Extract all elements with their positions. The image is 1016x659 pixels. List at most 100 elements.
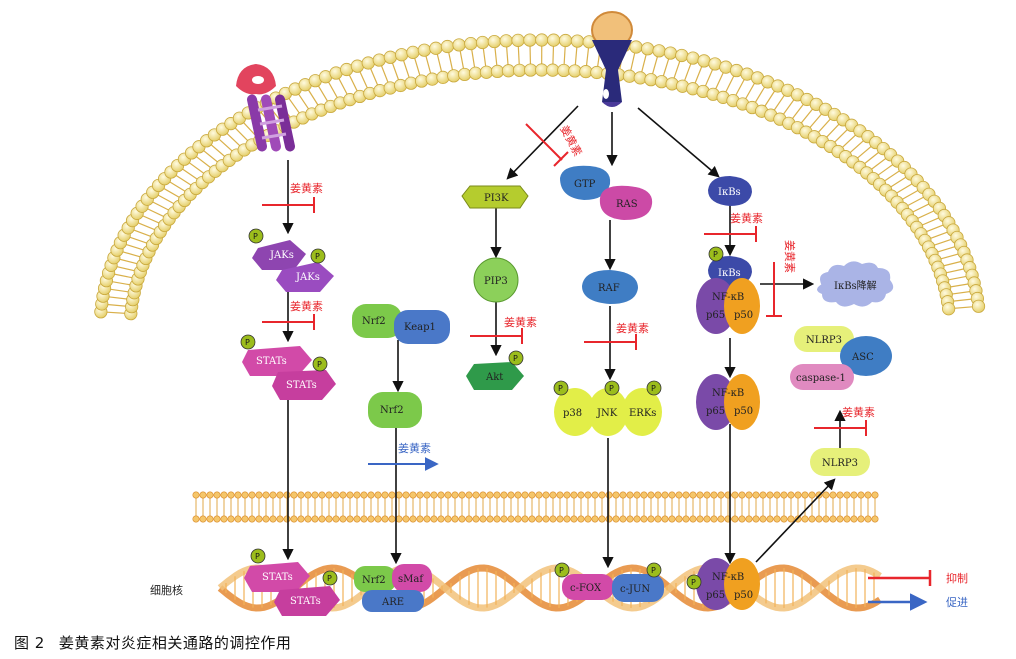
are-node: ARE	[362, 590, 424, 612]
gtp-node: GTP	[560, 165, 611, 200]
curcumin-label-nlrp3: 姜黄素	[842, 405, 875, 419]
svg-text:STATs: STATs	[286, 380, 317, 391]
svg-text:sMaf: sMaf	[398, 574, 424, 585]
phosphate-marker: P	[248, 228, 264, 244]
svg-text:IκBs: IκBs	[718, 187, 741, 198]
svg-text:c-FOX: c-FOX	[570, 583, 602, 594]
svg-text:IκBs: IκBs	[718, 268, 741, 279]
legend-promote: 促进	[946, 595, 968, 609]
svg-text:p50: p50	[734, 310, 753, 321]
curcumin-label-pip3: 姜黄素	[504, 315, 537, 329]
svg-text:NF-κB: NF-κB	[712, 388, 744, 399]
svg-text:NF-κB: NF-κB	[712, 292, 744, 303]
curcumin-label-nrf2: 姜黄素	[398, 441, 431, 455]
svg-text:p50: p50	[734, 590, 753, 601]
svg-text:GTP: GTP	[574, 179, 596, 190]
phosphate-marker: P	[604, 380, 620, 396]
svg-text:RAF: RAF	[598, 283, 620, 294]
nfkb-ikbs-complex: IκBs NF-κB p65 p50	[696, 256, 760, 334]
figure-caption: 图 2 姜黄素对炎症相关通路的调控作用	[14, 632, 305, 653]
curcumin-label-receptor: 姜黄素	[557, 123, 585, 159]
svg-text:p65: p65	[706, 310, 725, 321]
curcumin-label-mapk: 姜黄素	[616, 321, 649, 335]
svg-text:P: P	[713, 250, 718, 259]
svg-text:ARE: ARE	[381, 597, 404, 608]
nrf2-nucleus-node: Nrf2	[354, 566, 396, 592]
svg-text:JNK: JNK	[596, 408, 618, 419]
cytokine-receptor-left	[236, 64, 295, 152]
legend-inhibit: 抑制	[946, 571, 968, 585]
svg-text:P: P	[651, 384, 656, 393]
svg-text:NLRP3: NLRP3	[806, 335, 842, 346]
curcumin-label-jak: 姜黄素	[290, 181, 323, 195]
pip3-node: PIP3	[473, 257, 519, 303]
nuclear-membrane	[192, 491, 879, 523]
pi3k-node: PI3K	[461, 185, 529, 209]
figure-title: 姜黄素对炎症相关通路的调控作用	[58, 634, 292, 652]
phosphate-marker: P	[250, 548, 266, 564]
jnk-node: JNK	[588, 388, 628, 436]
curcumin-label-degradation: 姜黄素	[783, 240, 797, 273]
svg-text:STATs: STATs	[262, 572, 293, 583]
svg-text:JAKs: JAKs	[269, 250, 294, 261]
nfkb-free: NF-κB p65 p50	[696, 374, 760, 430]
nfkb-nucleus: NF-κB p65 p50	[696, 558, 760, 610]
svg-text:c-JUN: c-JUN	[620, 584, 650, 595]
svg-text:Nrf2: Nrf2	[380, 405, 404, 416]
curcumin-label-stat: 姜黄素	[290, 299, 323, 313]
stats-node-2: STATs	[272, 370, 336, 400]
svg-text:P: P	[691, 578, 696, 587]
svg-text:P: P	[513, 354, 518, 363]
svg-text:caspase-1: caspase-1	[796, 373, 846, 384]
raf-node: RAF	[582, 270, 638, 304]
phosphate-marker: P	[508, 350, 524, 366]
ikbs-node-top: IκBs	[708, 176, 752, 206]
svg-text:p50: p50	[734, 406, 753, 417]
phosphate-marker: P	[240, 334, 256, 350]
ikbs-degradation-cloud: IκBs降解	[817, 261, 894, 307]
svg-text:p38: p38	[563, 408, 582, 419]
svg-text:P: P	[651, 566, 656, 575]
nrf2-node: Nrf2	[352, 304, 402, 338]
phosphate-marker: P	[686, 574, 702, 590]
svg-text:IκBs降解: IκBs降解	[834, 279, 877, 292]
ras-node: RAS	[599, 185, 653, 220]
svg-text:RAS: RAS	[616, 199, 638, 210]
stats-node-1: STATs	[242, 346, 312, 376]
nrf2-free-node: Nrf2	[368, 392, 422, 428]
svg-text:NLRP3: NLRP3	[822, 458, 858, 469]
legend: 抑制 促进	[868, 570, 968, 611]
keap1-node: Keap1	[394, 310, 450, 344]
receptor-top-center	[591, 11, 633, 107]
phosphate-marker: P	[708, 246, 724, 262]
p38-node: p38	[554, 388, 596, 436]
svg-text:JAKs: JAKs	[295, 272, 320, 283]
svg-text:NF-κB: NF-κB	[712, 572, 744, 583]
svg-text:Keap1: Keap1	[404, 322, 436, 333]
svg-text:ERKs: ERKs	[629, 408, 656, 419]
svg-text:STATs: STATs	[290, 596, 321, 607]
nlrp3-node: NLRP3	[810, 448, 870, 476]
curcumin-label-ikbs: 姜黄素	[730, 211, 763, 225]
akt-node: Akt	[466, 362, 524, 390]
svg-text:PI3K: PI3K	[484, 193, 509, 204]
svg-text:P: P	[327, 574, 332, 583]
svg-text:p65: p65	[706, 406, 725, 417]
phosphate-marker: P	[553, 380, 569, 396]
svg-text:P: P	[559, 566, 564, 575]
svg-text:Akt: Akt	[485, 372, 503, 383]
smaf-node: sMaf	[392, 564, 432, 592]
svg-text:p65: p65	[706, 590, 725, 601]
jaks-node-1: JAKs	[252, 240, 306, 270]
stats-node-nucleus-1: STATs	[244, 562, 310, 592]
figure-number: 图 2	[14, 634, 45, 652]
cjun-node: c-JUN	[612, 574, 664, 602]
nucleus-label: 细胞核	[150, 583, 183, 597]
plasma-membrane	[94, 33, 986, 321]
svg-text:P: P	[558, 384, 563, 393]
svg-text:Nrf2: Nrf2	[362, 575, 386, 586]
phosphate-marker: P	[322, 570, 338, 586]
phosphate-marker: P	[554, 562, 570, 578]
svg-text:P: P	[245, 338, 250, 347]
